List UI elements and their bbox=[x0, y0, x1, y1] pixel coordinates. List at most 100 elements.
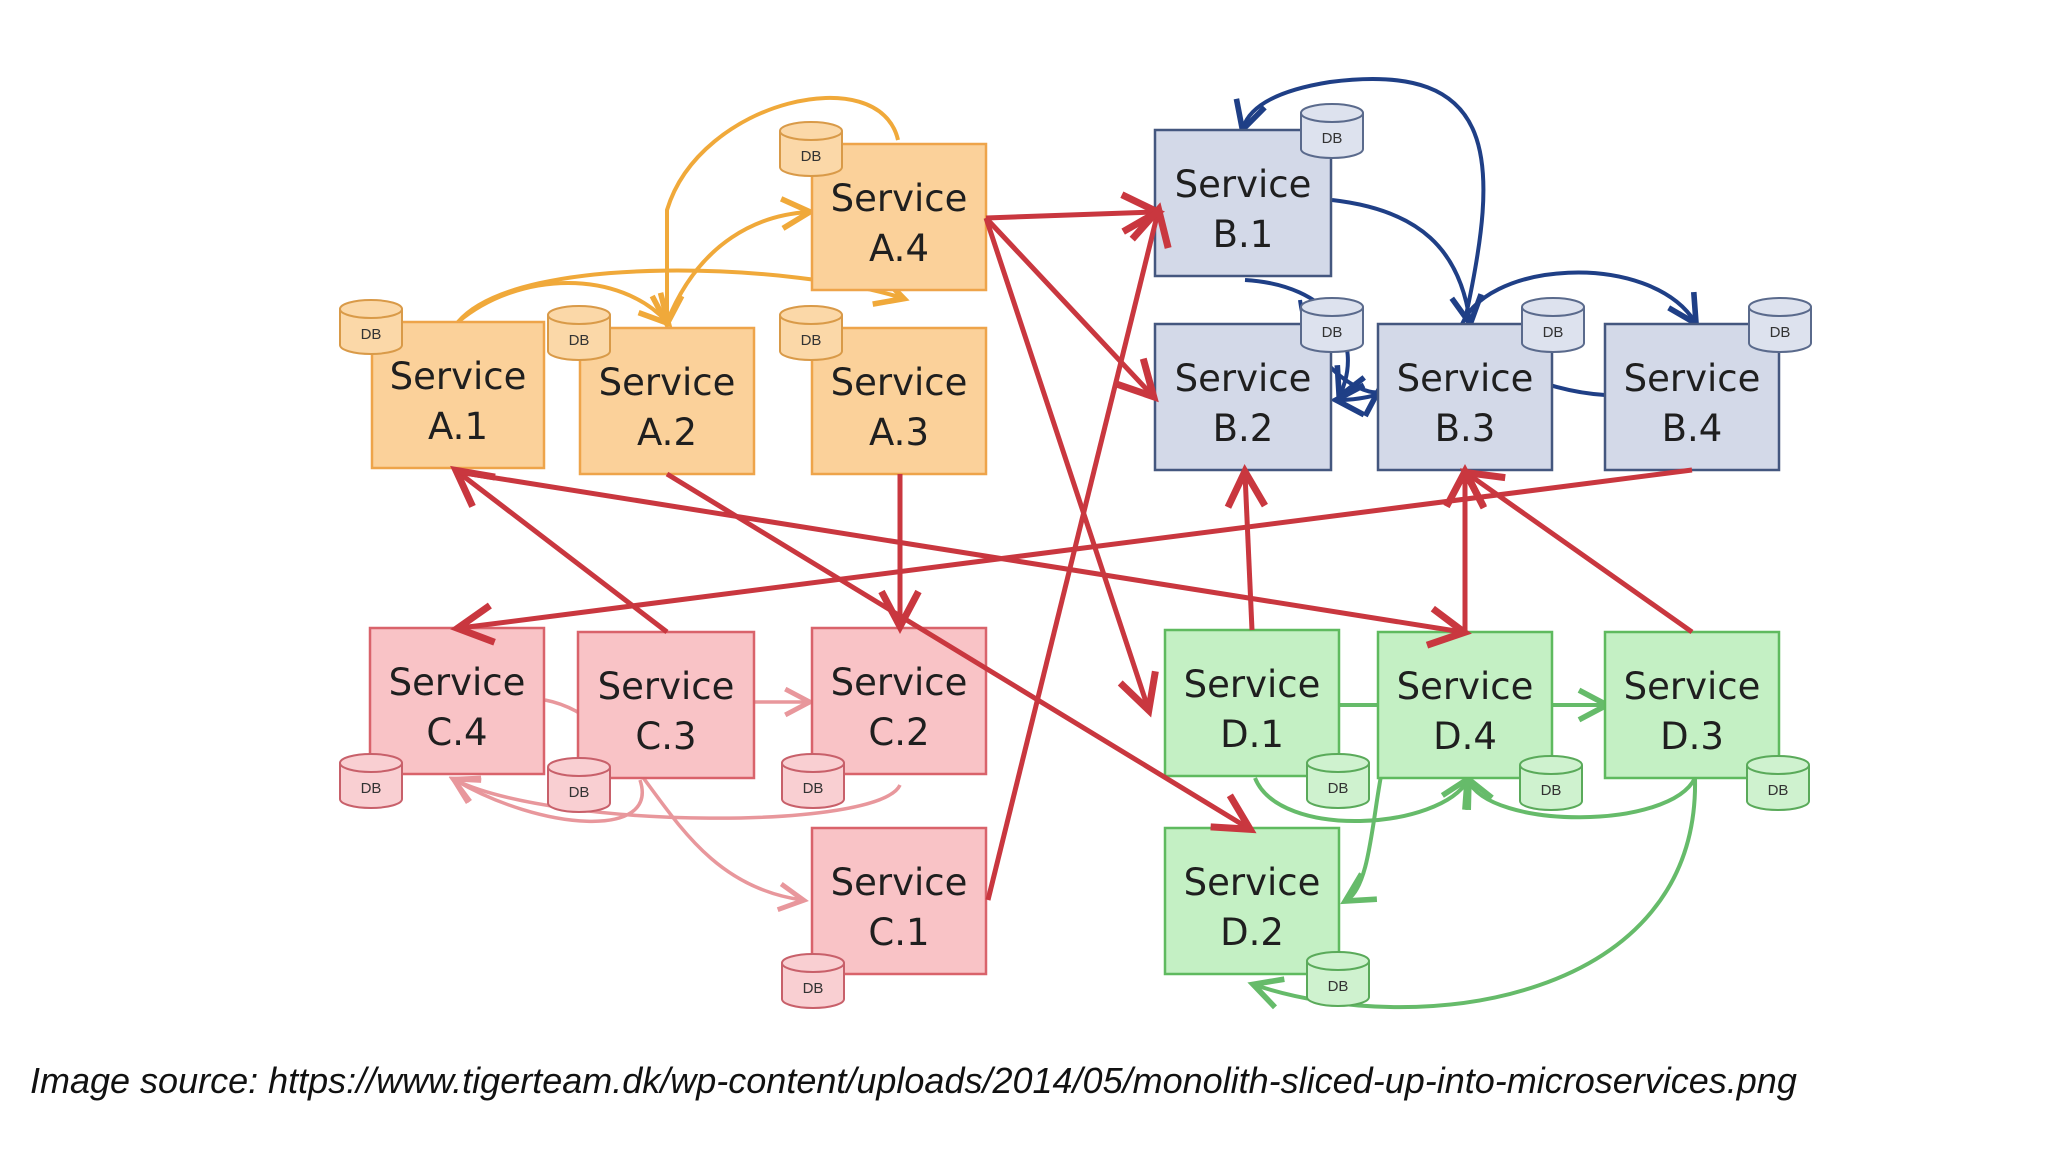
service-id: D.4 bbox=[1433, 715, 1497, 758]
database-icon: DB bbox=[547, 305, 611, 361]
service-id: D.2 bbox=[1220, 911, 1284, 954]
service-label: Service bbox=[1184, 663, 1321, 706]
connector-c3-a1 bbox=[450, 465, 669, 634]
service-box bbox=[1153, 128, 1333, 278]
database-label: DB bbox=[361, 326, 382, 343]
connector-c2-c4 bbox=[448, 775, 902, 820]
database-icon: DB bbox=[781, 953, 845, 1009]
service-box bbox=[1163, 628, 1341, 778]
service-box bbox=[370, 320, 546, 470]
connector-a2-a4 bbox=[665, 196, 816, 323]
service-box bbox=[1603, 630, 1781, 780]
service-id: C.2 bbox=[868, 711, 929, 754]
connector-c3-c4 bbox=[448, 776, 644, 824]
connector-a4-b1 bbox=[985, 191, 1165, 235]
service-id: D.3 bbox=[1660, 715, 1724, 758]
database-icon: DB bbox=[1746, 755, 1810, 811]
database-icon: DB bbox=[1300, 103, 1364, 159]
connector-d3-d4 bbox=[1462, 772, 1697, 820]
service-box bbox=[1376, 630, 1554, 780]
database-label: DB bbox=[569, 784, 590, 801]
connector-a4-a2 bbox=[649, 95, 900, 330]
service-id: A.3 bbox=[869, 411, 929, 454]
connector-a4-d1 bbox=[983, 217, 1159, 718]
database-label: DB bbox=[803, 780, 824, 797]
service-id: C.1 bbox=[868, 911, 929, 954]
image-source-caption: Image source: https://www.tigerteam.dk/w… bbox=[30, 1060, 1797, 1101]
connector-a4-b2 bbox=[984, 216, 1159, 403]
service-box bbox=[1153, 322, 1333, 472]
service-box bbox=[368, 626, 546, 776]
service-label: Service bbox=[831, 177, 968, 220]
database-icon: DB bbox=[547, 757, 611, 813]
service-label: Service bbox=[599, 361, 736, 404]
database-icon: DB bbox=[1306, 753, 1370, 809]
service-box bbox=[1163, 826, 1341, 976]
connector-a2-d2 bbox=[665, 471, 1257, 834]
connector-b3-b1 bbox=[1233, 76, 1486, 321]
service-id: B.1 bbox=[1213, 213, 1274, 256]
service-label: Service bbox=[1175, 357, 1312, 400]
service-id: A.1 bbox=[428, 405, 488, 448]
database-label: DB bbox=[801, 332, 822, 349]
database-icon: DB bbox=[339, 753, 403, 809]
connector-b1-b3 bbox=[1331, 198, 1484, 330]
database-label: DB bbox=[1543, 324, 1564, 341]
service-label: Service bbox=[831, 361, 968, 404]
database-icon: DB bbox=[339, 299, 403, 355]
database-label: DB bbox=[1328, 978, 1349, 995]
database-label: DB bbox=[801, 148, 822, 165]
database-icon: DB bbox=[1748, 297, 1812, 353]
database-icon: DB bbox=[1521, 297, 1585, 353]
service-label: Service bbox=[1397, 665, 1534, 708]
service-id: D.1 bbox=[1220, 713, 1284, 756]
service-label: Service bbox=[390, 355, 527, 398]
connector-a1-a2 bbox=[456, 281, 673, 328]
service-id: A.2 bbox=[637, 411, 697, 454]
service-id: B.2 bbox=[1213, 407, 1274, 450]
service-label: Service bbox=[1624, 357, 1761, 400]
database-label: DB bbox=[1768, 782, 1789, 799]
service-id: B.4 bbox=[1662, 407, 1723, 450]
database-icon: DB bbox=[1300, 297, 1364, 353]
connector-a1-d4 bbox=[457, 469, 1472, 649]
connector-d1-b2 bbox=[1224, 464, 1268, 631]
service-label: Service bbox=[831, 861, 968, 904]
service-label: Service bbox=[831, 661, 968, 704]
service-label: Service bbox=[389, 661, 526, 704]
service-box bbox=[810, 826, 988, 976]
connector-c1-b1 bbox=[985, 202, 1172, 901]
service-label: Service bbox=[598, 665, 735, 708]
database-icon: DB bbox=[779, 121, 843, 177]
service-id: C.3 bbox=[635, 715, 696, 758]
service-label: Service bbox=[1624, 665, 1761, 708]
service-id: B.3 bbox=[1435, 407, 1496, 450]
database-label: DB bbox=[1541, 782, 1562, 799]
database-label: DB bbox=[1322, 324, 1343, 341]
service-boxes: ServiceA.1DBServiceA.2DBServiceA.3DBServ… bbox=[339, 103, 1812, 1009]
database-icon: DB bbox=[1306, 951, 1370, 1007]
service-label: Service bbox=[1184, 861, 1321, 904]
database-icon: DB bbox=[1519, 755, 1583, 811]
database-label: DB bbox=[803, 980, 824, 997]
cross-group-connectors bbox=[450, 191, 1694, 901]
connector-d1-d4 bbox=[1253, 773, 1472, 824]
database-icon: DB bbox=[781, 753, 845, 809]
database-label: DB bbox=[1322, 130, 1343, 147]
connector-b3-b4 bbox=[1458, 270, 1700, 331]
